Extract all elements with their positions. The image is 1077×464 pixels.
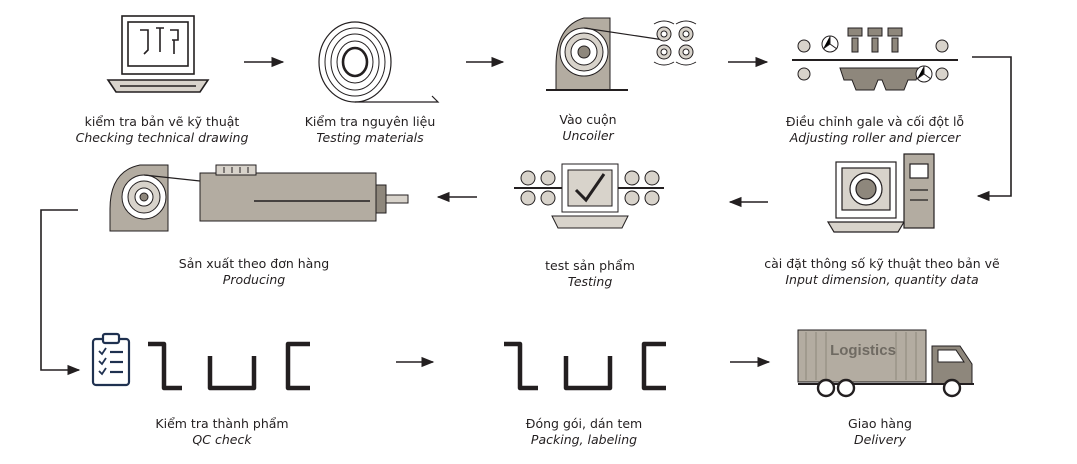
profile-shapes-icon	[504, 341, 666, 391]
control-cabinet-icon	[826, 153, 935, 233]
step-title-en: Testing materials	[316, 130, 424, 145]
step-title-vi: Vào cuộn	[559, 112, 617, 127]
computer-drawing-icon	[106, 15, 210, 93]
profile-shapes-icon	[148, 341, 310, 391]
production-machine-icon	[109, 164, 409, 232]
step-title-en: Producing	[222, 272, 286, 287]
step-caption-10: Giao hàng Delivery	[750, 416, 1010, 448]
arrow-4-5	[972, 56, 1012, 202]
step-title-vi: cài đặt thông số kỹ thuật theo bản vẽ	[764, 256, 1000, 271]
step-title-vi: Kiểm tra nguyên liệu	[304, 114, 436, 129]
step-title-vi: kiểm tra bản vẽ kỹ thuật	[84, 114, 240, 129]
roller-piercer-icon	[792, 27, 958, 91]
step-title-en: Delivery	[854, 432, 906, 447]
step-title-vi: Sản xuất theo đơn hàng	[178, 256, 330, 271]
step-title-en: Adjusting roller and piercer	[789, 130, 961, 145]
step-caption-2: Kiểm tra nguyên liệu Testing materials	[240, 114, 500, 146]
step-caption-5: cài đặt thông số kỹ thuật theo bản vẽ In…	[737, 256, 1027, 288]
uncoiler-icon	[546, 17, 697, 91]
step-title-en: Testing	[567, 274, 613, 289]
step-title-en: Checking technical drawing	[75, 130, 249, 145]
step-title-en: Packing, labeling	[530, 432, 638, 447]
step-title-en: Input dimension, quantity data	[785, 272, 979, 287]
step-title-vi: Điều chỉnh gale và cối đột lỗ	[785, 114, 965, 129]
step-title-vi: Kiểm tra thành phẩm	[155, 416, 289, 431]
step-caption-3: Vào cuộn Uncoiler	[458, 112, 718, 144]
step-caption-9: Đóng gói, dán tem Packing, labeling	[454, 416, 714, 448]
step-title-en: QC check	[192, 432, 252, 447]
step-title-vi: Đóng gói, dán tem	[525, 416, 643, 431]
step-caption-7: Sản xuất theo đơn hàng Producing	[124, 256, 384, 288]
coil-icon	[318, 21, 440, 103]
step-title-vi: Giao hàng	[848, 416, 912, 431]
step-caption-4: Điều chỉnh gale và cối đột lỗ Adjusting …	[745, 114, 1005, 146]
step-title-vi: test sản phẩm	[545, 258, 635, 273]
step-caption-1: kiểm tra bản vẽ kỹ thuật Checking techni…	[32, 114, 292, 146]
truck-icon: Logistics	[796, 326, 982, 398]
truck-logo-text: Logistics	[830, 342, 896, 359]
step-title-en: Uncoiler	[562, 128, 614, 143]
step-caption-6: test sản phẩm Testing	[460, 258, 720, 290]
qc-clipboard-icon	[91, 332, 131, 387]
test-computer-icon	[514, 163, 664, 229]
step-caption-8: Kiểm tra thành phẩm QC check	[92, 416, 352, 448]
arrow-7-8	[40, 209, 81, 376]
